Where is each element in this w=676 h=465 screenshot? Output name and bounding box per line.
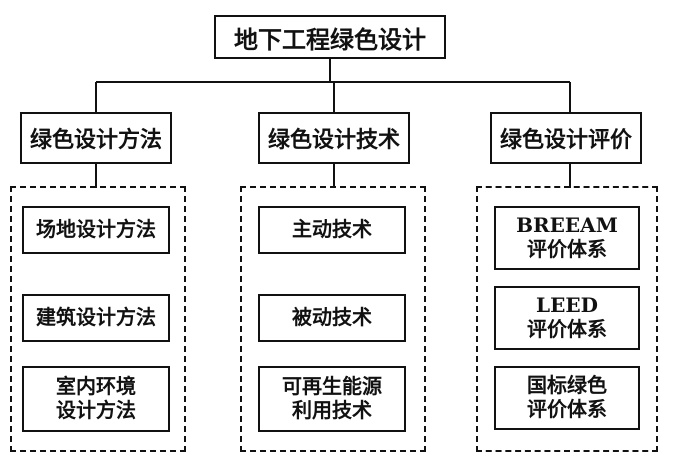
item-leed: LEED 评价体系 [494, 286, 640, 350]
branch-node-techniques: 绿色设计技术 [258, 112, 410, 164]
branch-label: 绿色设计方法 [29, 127, 162, 153]
item-label: BREEAM 评价体系 [516, 213, 618, 261]
item-site-design: 场地设计方法 [22, 206, 170, 254]
item-label: LEED 评价体系 [527, 293, 607, 341]
item-label: 可再生能源 利用技术 [282, 374, 382, 422]
item-label: 建筑设计方法 [36, 305, 156, 330]
item-active-tech: 主动技术 [258, 206, 406, 254]
root-label: 地下工程绿色设计 [234, 24, 426, 54]
item-label: 场地设计方法 [36, 217, 156, 242]
branch-label: 绿色设计技术 [267, 127, 400, 153]
item-label: 国标绿色 评价体系 [527, 373, 607, 421]
item-label: 主动技术 [292, 217, 372, 242]
item-national-standard: 国标绿色 评价体系 [494, 366, 640, 430]
group-methods [10, 186, 186, 452]
item-indoor-design: 室内环境 设计方法 [22, 366, 170, 432]
item-building-design: 建筑设计方法 [22, 294, 170, 342]
group-evaluation [476, 186, 658, 452]
item-label: 室内环境 设计方法 [56, 374, 136, 422]
item-passive-tech: 被动技术 [258, 294, 406, 342]
item-renewable-tech: 可再生能源 利用技术 [258, 366, 406, 432]
item-breeam: BREEAM 评价体系 [494, 206, 640, 270]
root-node: 地下工程绿色设计 [214, 15, 446, 59]
item-label: 被动技术 [292, 305, 372, 330]
group-techniques [240, 186, 426, 452]
branch-label: 绿色设计评价 [499, 127, 632, 153]
branch-node-evaluation: 绿色设计评价 [490, 112, 642, 164]
branch-node-methods: 绿色设计方法 [20, 112, 172, 164]
